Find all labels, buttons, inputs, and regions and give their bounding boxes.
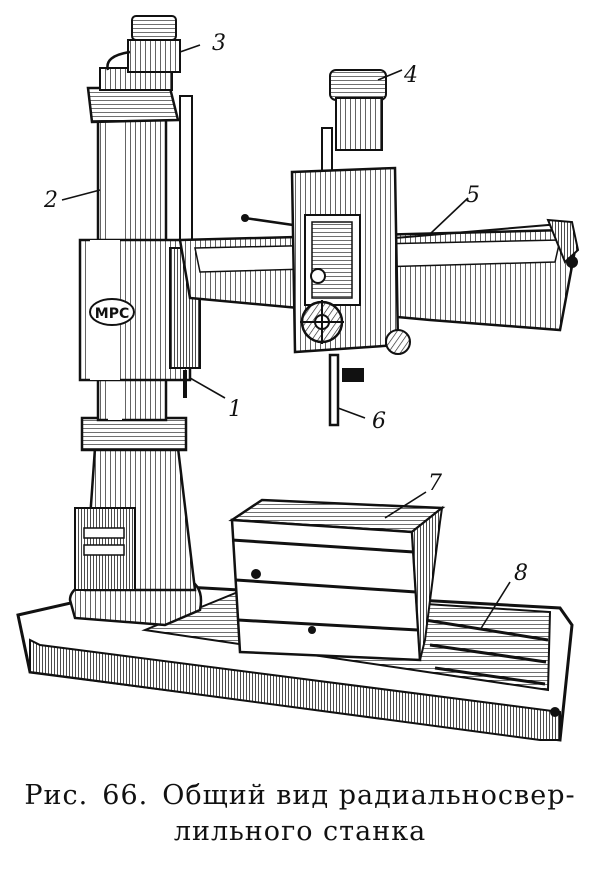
column-stamp: МРС xyxy=(95,306,129,322)
caption-line-2: лильного станка xyxy=(173,816,427,847)
drilling-head xyxy=(290,69,411,427)
column: МРС xyxy=(78,67,201,422)
column-pedestal xyxy=(68,416,203,627)
caption-prefix: Рис. xyxy=(24,780,89,811)
callout-7: 7 xyxy=(428,471,442,496)
caption-number: 66. xyxy=(102,780,149,811)
callout-8: 8 xyxy=(514,561,528,586)
drill-press-illustration: МРС xyxy=(16,15,580,742)
figure-caption: Рис. 66. Общий вид радиальносвер- лильного… xyxy=(0,778,600,850)
caption-title-part-1: Общий вид радиальносвер- xyxy=(162,780,576,811)
callout-2: 2 xyxy=(43,188,58,213)
callout-leaders xyxy=(61,44,511,631)
work-table xyxy=(228,498,446,662)
lift-motor xyxy=(106,15,193,242)
callout-4: 4 xyxy=(403,63,418,88)
callout-1: 1 xyxy=(228,397,242,422)
callout-5: 5 xyxy=(466,183,480,208)
caption-line-1: Рис. 66. Общий вид радиальносвер- xyxy=(0,778,600,814)
callout-6: 6 xyxy=(372,409,386,434)
callout-3: 3 xyxy=(212,31,226,56)
